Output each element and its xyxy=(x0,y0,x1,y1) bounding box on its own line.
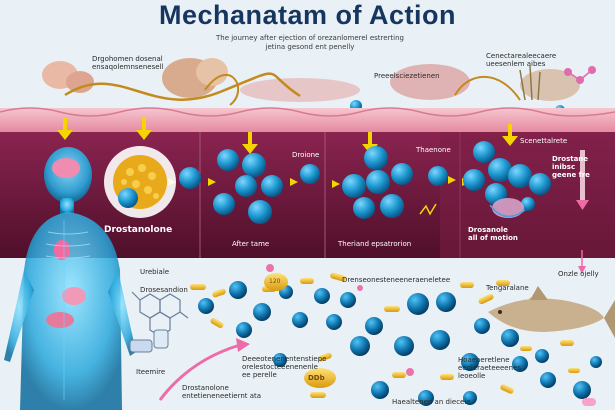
drug-name-label: Drostanolone xyxy=(104,226,172,234)
label-scenettalrete: Scenettalrete xyxy=(520,137,567,145)
label-bottom-center: Haealtenen an dieceie xyxy=(392,398,471,406)
label-top-center: Preeelsciezetienen xyxy=(374,72,440,80)
label-urebiale: Urebiale xyxy=(140,268,169,276)
label-top-right: Cenectarealeecaere ueesenlem aibes xyxy=(486,52,556,68)
label-iteemire: Iteemire xyxy=(136,368,165,376)
oval-pill-text: 120 xyxy=(269,278,280,286)
label-drosesandion: Drosesandion xyxy=(140,286,188,294)
label-thaenone: Thaenone xyxy=(416,146,451,154)
capsule-text: DDb xyxy=(308,374,325,382)
label-bottom-left: Drostanolone entetieneneetiernt ata xyxy=(182,384,261,400)
label-drosanole: Drosanole all of motion xyxy=(468,226,518,242)
label-drostane: Drostane inibsc geene fre xyxy=(552,155,590,179)
label-theriand: Theriand epsatrorion xyxy=(338,240,411,248)
subtitle: The journey after ejection of orezanlome… xyxy=(195,34,425,52)
label-tengaralane: Tengaralane xyxy=(486,284,529,292)
label-after-tame: After tame xyxy=(232,240,269,248)
subtitle-line: jetina gesond ent penelly xyxy=(195,43,425,52)
label-dronione: Droione xyxy=(292,151,319,159)
skin-layer xyxy=(0,108,615,132)
label-lower-right2: Hoaeaeretlene eeoleraeteeeenes leoeolle xyxy=(458,356,521,380)
label-top-left: Drgohomen dosenal ensaqolemnsenesell xyxy=(92,55,163,71)
label-onzle: Onzle ojelly xyxy=(558,270,599,278)
chemical-structure xyxy=(132,292,188,336)
page-title: Mechanatam of Action xyxy=(0,0,615,31)
subtitle-line: The journey after ejection of orezanlome… xyxy=(195,34,425,43)
label-lower-mid: Drenseonesteneeneraeneletee xyxy=(342,276,450,284)
